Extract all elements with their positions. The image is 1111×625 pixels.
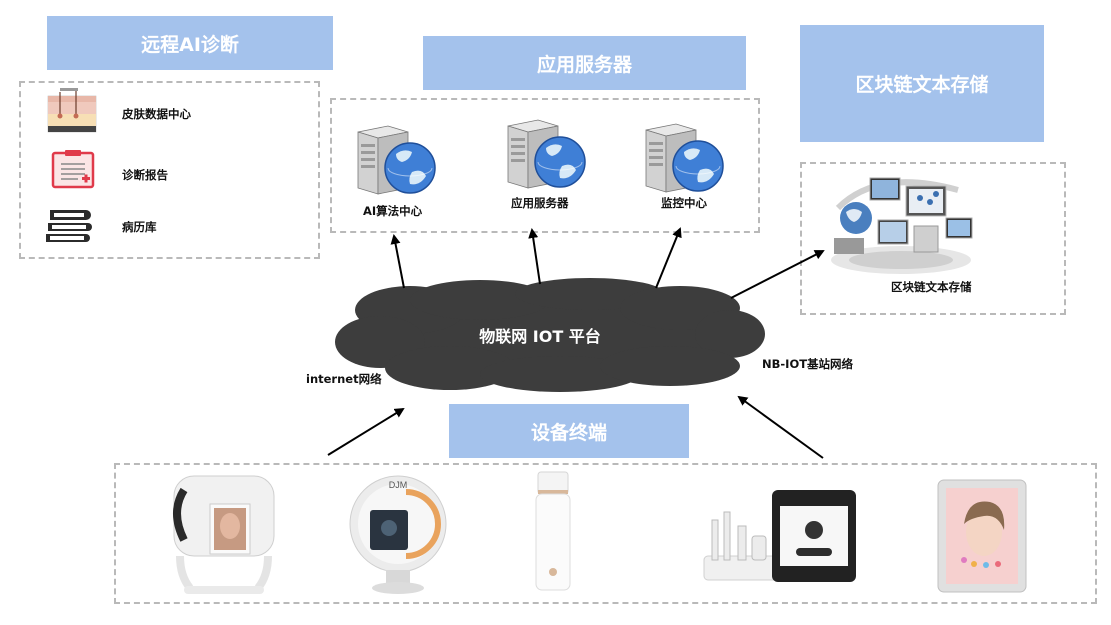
server-label-app: 应用服务器 xyxy=(511,196,569,210)
arrow-cloud-to-blockchain xyxy=(730,250,825,299)
header-devices: 设备终端 xyxy=(449,404,689,458)
ai-item-skin-data: 皮肤数据中心 xyxy=(122,107,191,121)
ai-item-records: 病历库 xyxy=(122,220,157,234)
medical-report-icon xyxy=(50,150,96,190)
server-globe-icon xyxy=(352,120,442,198)
arrow-cloud-to-app xyxy=(528,228,541,285)
blockchain-panel xyxy=(800,162,1066,315)
smart-mirror xyxy=(934,476,1030,596)
books-icon xyxy=(40,204,96,248)
skin-analyzer-ring: DJM xyxy=(346,472,450,596)
iot-cloud xyxy=(330,276,770,396)
skin-cross-section-icon xyxy=(46,88,98,134)
ai-diagnosis-panel xyxy=(19,81,320,259)
iot-cloud-label: 物联网 IOT 平台 xyxy=(479,327,601,346)
ai-item-diagnosis-report: 诊断报告 xyxy=(122,168,168,182)
network-label-internet: internet网络 xyxy=(306,372,382,386)
skin-analyzer-box xyxy=(166,470,278,598)
header-ai-diagnosis: 远程AI诊断 xyxy=(47,16,333,70)
svg-text:DJM: DJM xyxy=(389,480,408,490)
white-cylinder-device xyxy=(530,468,576,594)
server-panel xyxy=(330,98,760,233)
header-blockchain: 区块链文本存储 xyxy=(800,25,1044,142)
arrow-devices-right xyxy=(737,395,824,459)
arrow-devices-left xyxy=(327,407,405,456)
network-label-nbiot: NB-IOT基站网络 xyxy=(762,357,854,371)
server-label-monitor: 监控中心 xyxy=(661,196,707,210)
arrow-cloud-to-ai xyxy=(390,234,405,289)
devices-network-icon xyxy=(826,168,976,276)
devices-panel xyxy=(114,463,1097,604)
header-app-server: 应用服务器 xyxy=(423,36,746,90)
server-label-ai: AI算法中心 xyxy=(363,204,423,218)
beauty-instrument-station xyxy=(700,486,860,586)
server-globe-icon xyxy=(502,114,592,192)
arrow-cloud-to-monitor xyxy=(655,227,682,289)
blockchain-label: 区块链文本存储 xyxy=(891,280,972,294)
server-globe-icon xyxy=(640,118,730,196)
